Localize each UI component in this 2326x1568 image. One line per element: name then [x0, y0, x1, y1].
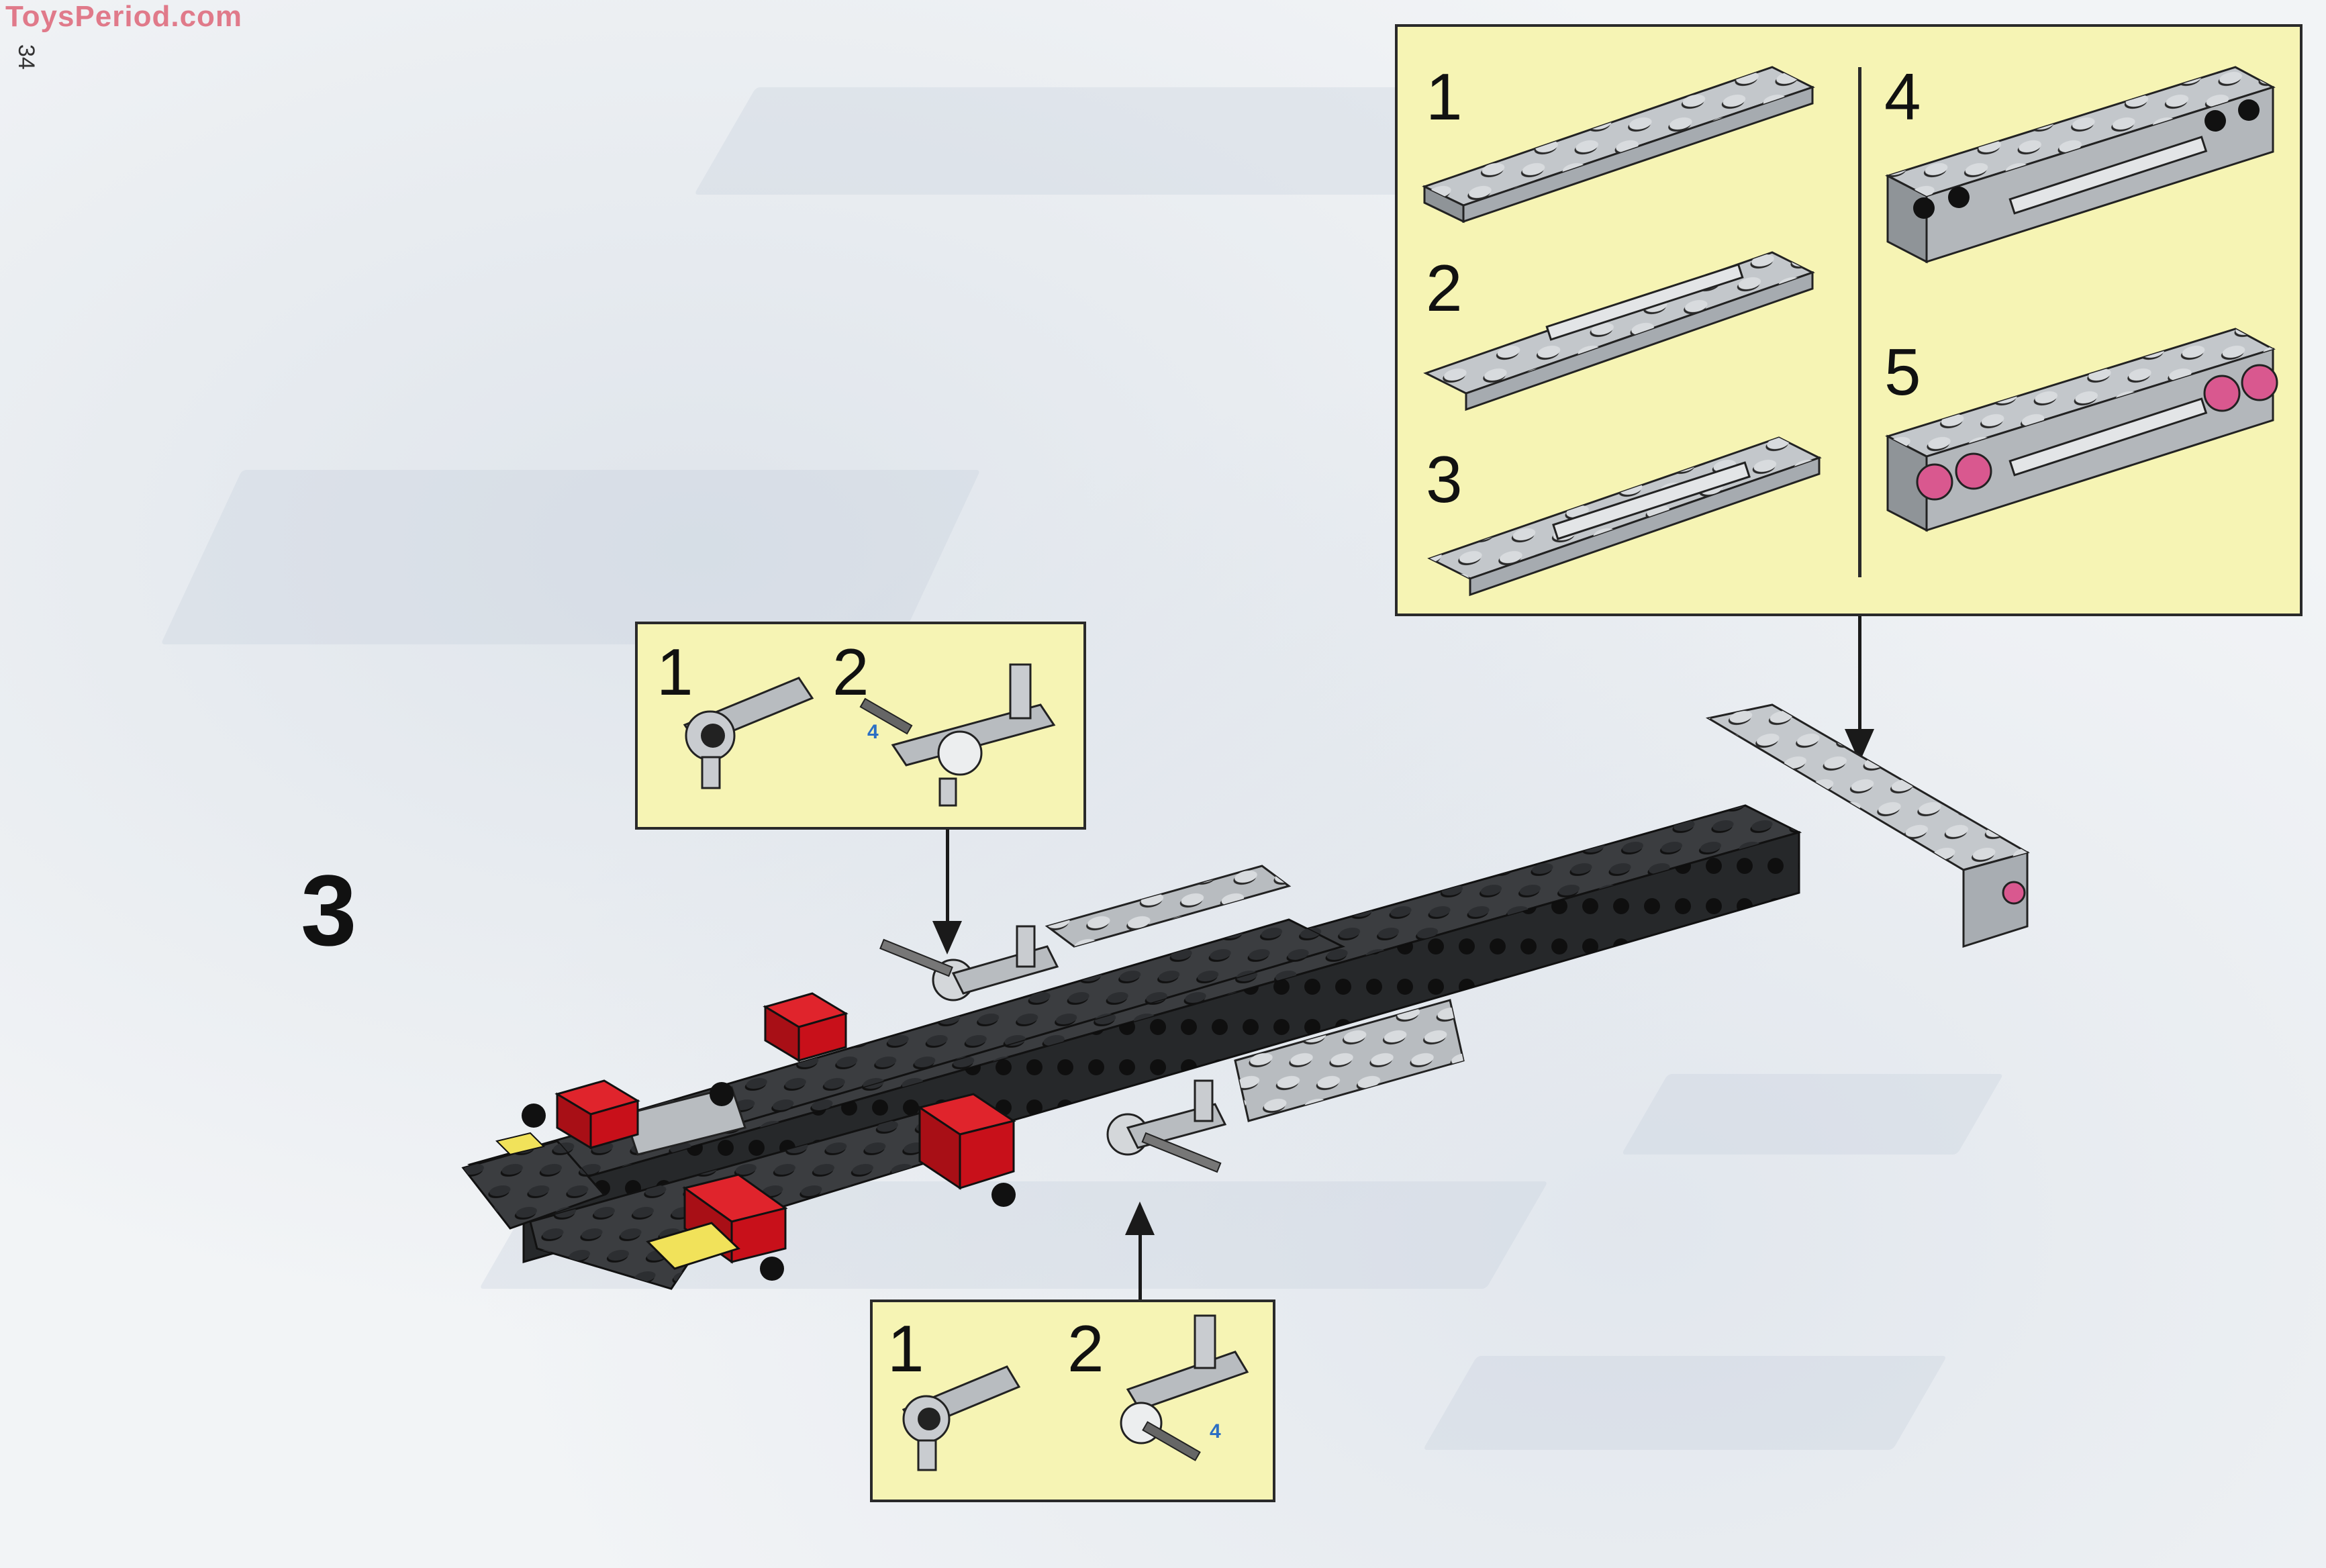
- arrow-mid-left: [946, 830, 949, 924]
- arrow-head: [932, 921, 962, 954]
- chassis-model: [461, 703, 2030, 1290]
- arrow-head: [1125, 1202, 1155, 1235]
- quantity-label: 4: [867, 721, 879, 743]
- steering-arm-part: [683, 677, 814, 789]
- substep-number: 2: [1067, 1312, 1104, 1385]
- red-brick: [917, 1093, 1016, 1190]
- steering-assembly-part: [1120, 1314, 1249, 1461]
- steering-knuckle: [879, 925, 1059, 1001]
- substep-number: 1: [657, 635, 693, 709]
- red-brick: [554, 1079, 640, 1150]
- sub-assembly-1: [1422, 66, 1815, 224]
- steering-arm-part: [902, 1365, 1021, 1471]
- substep-number: 4: [1884, 60, 1921, 134]
- steering-knuckle: [1106, 1079, 1227, 1173]
- yellow-tile: [495, 1132, 545, 1156]
- substep-number: 1: [887, 1312, 924, 1385]
- substep-number: 2: [832, 635, 869, 709]
- sub-assembly-2: [1423, 251, 1815, 411]
- substep-number: 5: [1884, 335, 1921, 409]
- sub-assembly-4: [1885, 66, 2276, 264]
- substep-number: 2: [1426, 251, 1463, 325]
- arrow-bottom: [1138, 1235, 1142, 1300]
- watermark-text: ToysPeriod.com: [5, 0, 243, 33]
- sub-assembly-3: [1427, 436, 1822, 597]
- quantity-label: 4: [1210, 1420, 1221, 1442]
- step-number: 3: [301, 854, 357, 967]
- sub-assembly-5: [1885, 328, 2278, 532]
- steering-assembly-part: [859, 663, 1056, 807]
- arrow-top-right: [1858, 616, 1861, 730]
- yellow-plate: [646, 1222, 740, 1270]
- substep-number: 1: [1426, 60, 1463, 134]
- substep-number: 3: [1426, 442, 1463, 516]
- callout-divider: [1858, 67, 1861, 577]
- red-brick: [763, 992, 849, 1063]
